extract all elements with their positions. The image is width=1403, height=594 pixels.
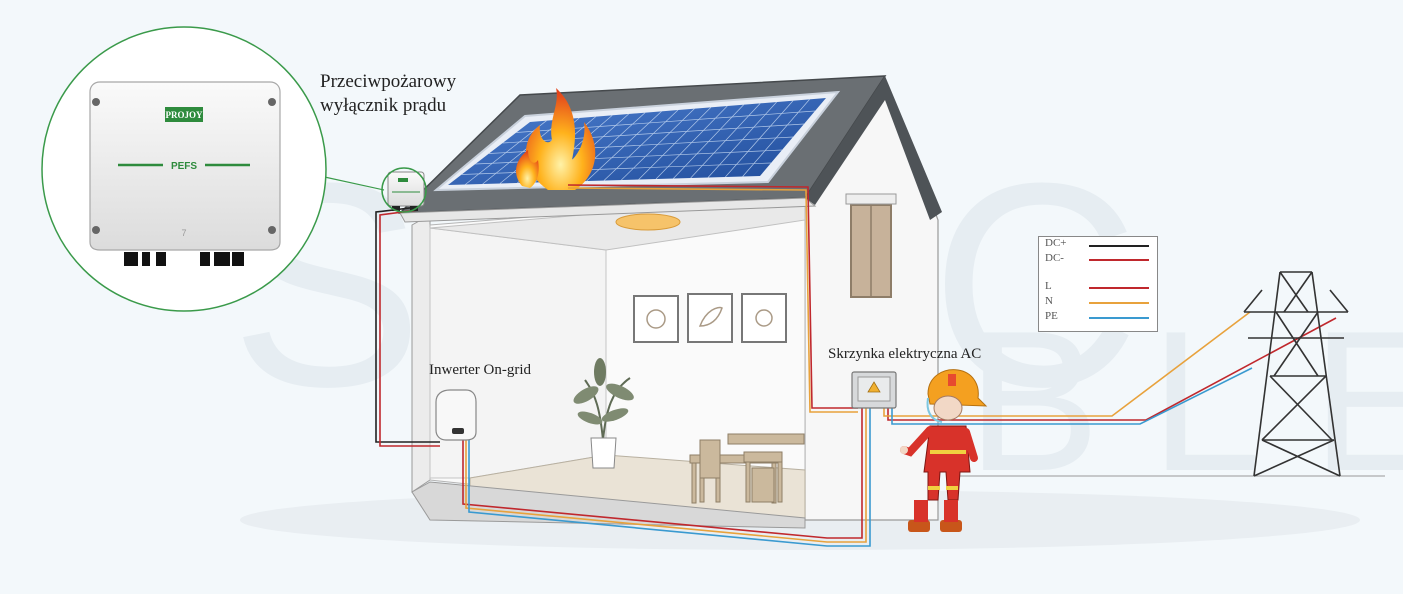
wire-legend: DC+ DC- L N PE bbox=[1038, 236, 1158, 332]
svg-text:7: 7 bbox=[181, 228, 186, 238]
model-text: PEFS bbox=[171, 161, 197, 172]
cable-dc-minus bbox=[379, 209, 440, 447]
ceiling-lamp bbox=[615, 213, 681, 231]
transmission-tower bbox=[1243, 271, 1349, 477]
potted-plant bbox=[573, 358, 634, 469]
legend-line-n bbox=[1089, 302, 1149, 304]
cable-ac-l bbox=[462, 405, 863, 539]
picture-2 bbox=[687, 293, 733, 343]
roof-fascia bbox=[399, 197, 817, 223]
legend-line-dc-plus bbox=[1089, 245, 1149, 247]
legend-line-dc-minus bbox=[1089, 259, 1149, 261]
ac-electrical-box bbox=[851, 371, 897, 409]
callout-zoom: PROJOY PEFS 7 bbox=[41, 26, 327, 312]
plant-pot bbox=[590, 437, 617, 469]
grid-pe bbox=[891, 367, 1253, 425]
legend-label-pe: PE bbox=[1045, 310, 1058, 322]
flame-big bbox=[525, 88, 596, 190]
firefighter bbox=[900, 369, 988, 532]
fire-breaker-small bbox=[381, 167, 427, 213]
callout-title-line1: Przeciwpożarowy bbox=[320, 71, 457, 92]
suit-body bbox=[923, 425, 971, 501]
brand-plate bbox=[165, 107, 203, 122]
callout-connector bbox=[319, 175, 385, 191]
legend-label-n: N bbox=[1045, 295, 1053, 307]
pefs-device bbox=[89, 81, 281, 251]
boots bbox=[908, 520, 930, 532]
inverter bbox=[435, 389, 477, 441]
wall-pictures bbox=[633, 293, 787, 343]
inverter-body bbox=[435, 389, 477, 441]
callout-title: Przeciwpożarowy wyłącznik prądu bbox=[320, 70, 456, 118]
picture-3 bbox=[741, 293, 787, 343]
inverter-label: Inwerter On-grid bbox=[429, 362, 532, 378]
ac-box-label: Skrzynka elektryczna AC bbox=[828, 346, 982, 362]
house bbox=[411, 78, 939, 529]
fire-flames bbox=[516, 88, 596, 190]
cable-ac-pe bbox=[468, 405, 871, 547]
cable-ac-n bbox=[465, 405, 867, 543]
picture-1 bbox=[633, 295, 679, 343]
legend-line-pe bbox=[1089, 317, 1149, 319]
brand-text: PROJOY bbox=[166, 110, 203, 120]
grid-l bbox=[887, 317, 1337, 421]
dining-set bbox=[689, 433, 805, 504]
legend-label-dc-plus: DC+ bbox=[1045, 237, 1067, 249]
roof-edge bbox=[805, 76, 942, 220]
legend-line-l bbox=[1089, 287, 1149, 289]
flame-small bbox=[516, 150, 539, 188]
house-left-wall bbox=[411, 214, 431, 493]
connectors bbox=[124, 252, 244, 266]
legend-label-dc-minus: DC- bbox=[1045, 252, 1064, 264]
callout-title-line2: wyłącznik prądu bbox=[320, 95, 447, 116]
legend-label-l: L bbox=[1045, 280, 1052, 292]
grid-n bbox=[883, 311, 1251, 417]
